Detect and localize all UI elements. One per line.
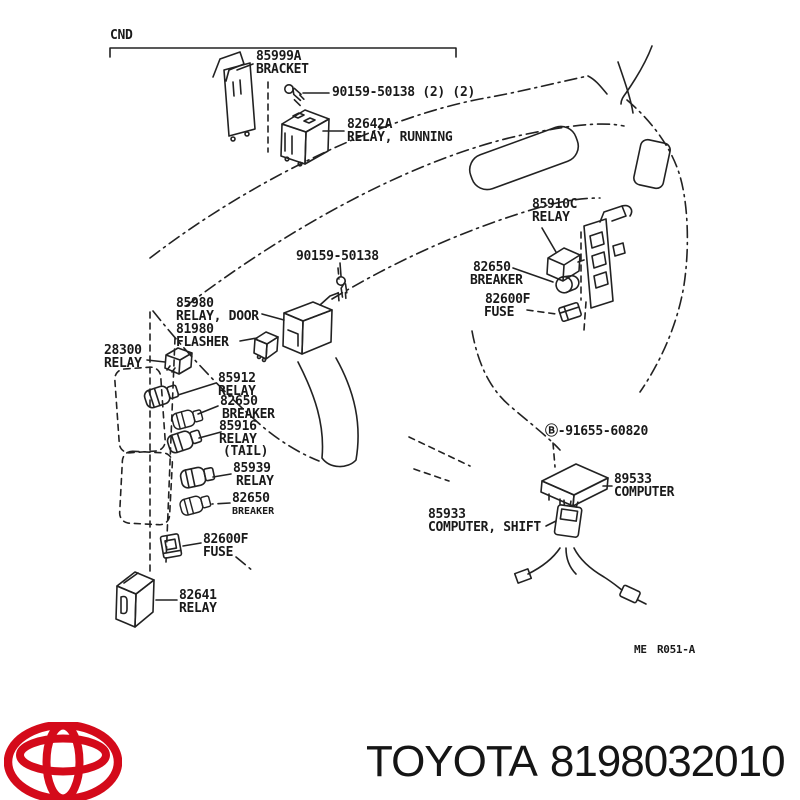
screw-mid-icon	[327, 267, 355, 304]
part-label-breaker-left-upper-number: 82650	[220, 394, 258, 409]
part-label-relay-82641-number: 82641	[179, 588, 217, 603]
part-label-computer-name: COMPUTER	[614, 485, 675, 500]
part-label-relay-85939-number: 85939	[233, 461, 271, 476]
part-label-computer-shift-number: 85933	[428, 507, 466, 522]
part-label-bolt-b: Ⓑ-91655-60820	[545, 424, 649, 439]
part-label-relay-28300-number: 28300	[104, 343, 142, 358]
part-label-breaker-left-upper-name: BREAKER	[222, 407, 275, 422]
part-label-relay-82641-name: RELAY	[179, 601, 217, 616]
part-label-flasher-name: FLASHER	[176, 335, 229, 350]
part-label-bracket-name: BRACKET	[256, 62, 309, 77]
relay-block-right-icon	[580, 204, 633, 331]
brand-text: TOYOTA	[366, 737, 538, 786]
relay-85910c-icon	[546, 247, 585, 282]
leader-lines	[146, 63, 613, 601]
part-label-relay-28300-name: RELAY	[104, 356, 142, 371]
part-label-relay-85910c-number: 85910C	[532, 197, 578, 212]
part-label-fuse-right-name: FUSE	[484, 305, 515, 320]
cnd-bracket-line	[109, 47, 457, 58]
part-label-fuse-left-name: FUSE	[203, 545, 234, 560]
part-label-relay-tail-name: RELAY	[219, 432, 257, 447]
relay-85939-icon	[178, 463, 217, 490]
breaker-left-lower-icon	[178, 492, 213, 518]
part-label-relay-85939-name: RELAY	[236, 474, 274, 489]
relay-door-icon	[282, 292, 339, 355]
part-label-breaker-right-number: 82650	[473, 260, 511, 275]
relay-running-icon	[280, 109, 330, 167]
part-label-screw-top: 90159-50138 (2) (2)	[332, 85, 476, 100]
part-label-relay-tail-qualifier: (TAIL)	[223, 444, 269, 459]
dashboard-contours	[149, 45, 689, 482]
relay-28300-icon	[164, 347, 193, 375]
part-label-computer-number: 89533	[614, 472, 652, 487]
part-label-screw-mid: 90159-50138	[296, 249, 379, 264]
part-label-relay-running-number: 82642A	[347, 117, 393, 132]
part-label-relay-tail-number: 85916	[219, 419, 257, 434]
part-label-fuse-left-number: 82600F	[203, 532, 249, 547]
computer-shift-icon	[513, 499, 647, 605]
fuse-left-icon	[159, 533, 183, 559]
part-label-relay-door-name: RELAY, DOOR	[176, 309, 259, 324]
flasher-icon	[253, 331, 279, 363]
fuse-right-icon	[558, 301, 582, 323]
drawing-code: ME R051-A	[634, 643, 695, 656]
part-label-breaker-right-name: BREAKER	[470, 273, 523, 288]
part-label-relay-door-number: 85980	[176, 296, 214, 311]
section-label: CND	[110, 28, 133, 43]
screw-top-icon	[280, 83, 308, 107]
part-label-breaker-left-lower-number: 82650	[232, 491, 270, 506]
relay-82641-icon	[115, 571, 155, 628]
part-label-relay-85912-number: 85912	[218, 371, 256, 386]
part-number-text: 8198032010	[549, 737, 786, 786]
part-label-relay-85910c-name: RELAY	[532, 210, 570, 225]
bracket-icon	[212, 51, 269, 153]
breaker-left-upper-icon	[170, 406, 205, 432]
part-label-computer-shift-name: COMPUTER, SHIFT	[428, 520, 541, 535]
part-label-flasher-number: 81980	[176, 322, 214, 337]
breaker-right-icon	[555, 274, 580, 294]
part-label-bracket-number: 85999A	[256, 49, 302, 64]
toyota-logo	[4, 722, 122, 800]
part-label-fuse-right-number: 82600F	[485, 292, 531, 307]
part-label-breaker-left-lower-name: BREAKER	[232, 506, 275, 517]
part-label-relay-running-name: RELAY, RUNNING	[347, 130, 453, 145]
part-label-relay-85912-name: RELAY	[218, 384, 256, 399]
computer-icon	[540, 463, 609, 507]
